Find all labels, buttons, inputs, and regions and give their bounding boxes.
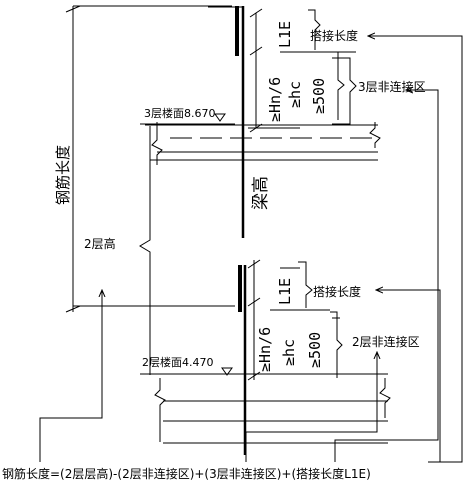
top-splice-dimensions — [248, 8, 357, 133]
hc-top-label: ≥hc — [286, 81, 304, 108]
l1e-top-label: L1E — [276, 21, 294, 48]
floor2-slab — [140, 367, 391, 444]
beam-height-label: 梁高 — [251, 176, 271, 210]
zone3-label: 3层非连接区 — [358, 79, 426, 94]
rebar-length-label: 钢筋长度 — [54, 145, 72, 205]
floor2-level-label: 2层楼面4.470 — [142, 355, 214, 369]
floor3-slab — [140, 113, 381, 165]
floor3-level-label: 3层楼面8.670 — [144, 106, 216, 120]
floor-height-dimension — [139, 126, 230, 375]
bottom-splice-dimensions — [247, 259, 343, 381]
floor2-height-label: 2层高 — [84, 236, 116, 251]
lap-length-top-label: 搭接长度 — [310, 28, 358, 43]
l1e-bottom-label: L1E — [276, 278, 294, 305]
hn6-top-label: ≥Hn/6 — [266, 77, 284, 122]
lap-length-bottom-label: 搭接长度 — [313, 284, 361, 299]
column-rebar — [208, 6, 247, 455]
formula-leaders — [39, 36, 463, 463]
min500-top-label: ≥500 — [310, 78, 328, 114]
hc-bottom-label: ≥hc — [280, 339, 298, 366]
formula-text: 钢筋长度=(2层层高)-(2层非连接区)+(3层非连接区)+(搭接长度L1E) — [2, 466, 371, 481]
hn6-bottom-label: ≥Hn/6 — [256, 327, 274, 372]
rebar-length-dimension — [65, 5, 235, 313]
zone2-label: 2层非连接区 — [352, 334, 420, 349]
min500-bottom-label: ≥500 — [306, 332, 324, 368]
